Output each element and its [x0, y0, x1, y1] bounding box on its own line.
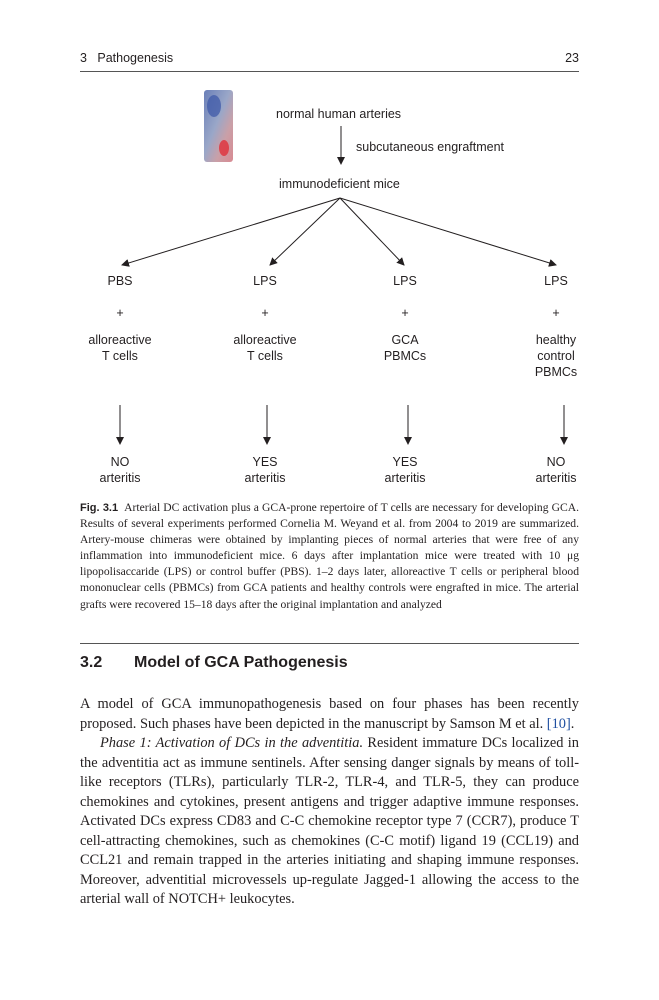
citation-link[interactable]: [10]: [546, 715, 571, 732]
cells-line: healthy: [535, 333, 577, 347]
paragraph: Phase 1: Activation of DCs in the advent…: [80, 734, 579, 910]
immunodeficient-mice-label: immunodeficient mice: [279, 177, 400, 191]
branch-arrow-pbs: [121, 197, 341, 267]
treatment-label: PBS: [107, 274, 133, 288]
cells-label: alloreactive T cells: [205, 332, 325, 364]
cells-line: alloreactive: [88, 333, 152, 347]
cells-line: PBMCs: [534, 365, 578, 379]
section-title-text: Model of GCA Pathogenesis: [134, 654, 348, 671]
outcome-label: YES arteritis: [215, 454, 315, 486]
figure-diagram: [116, 90, 568, 445]
cells-line: PBMCs: [383, 349, 427, 363]
outcome-label: NO arteritis: [506, 454, 606, 486]
engraftment-label: subcutaneous engraftment: [356, 140, 505, 154]
plus-sign: +: [116, 306, 124, 320]
paragraph-end: .: [570, 715, 575, 732]
outcome-label: YES arteritis: [355, 454, 455, 486]
artery-image: [204, 90, 233, 162]
treatment-label: LPS: [544, 274, 568, 288]
treatment-label: LPS: [393, 274, 417, 288]
cells-line: alloreactive: [233, 333, 297, 347]
cells-line: control: [537, 349, 575, 363]
section-heading: 3.2 Model of GCA Pathogenesis: [80, 654, 348, 672]
outcome-text: arteritis: [99, 471, 141, 485]
page-number: 23: [565, 51, 579, 65]
paragraph: A model of GCA immunopathogenesis based …: [80, 695, 579, 734]
chapter-title: 3 Pathogenesis: [80, 51, 174, 65]
plus-sign: +: [261, 306, 269, 320]
cells-line: T cells: [102, 349, 138, 363]
outcome-answer: NO: [110, 455, 130, 469]
plus-sign: +: [401, 306, 409, 320]
figure-3-1: normal human arteries subcutaneous engra…: [60, 90, 616, 486]
branch-arrow-lps-3: [339, 197, 557, 267]
outcome-answer: YES: [392, 455, 418, 469]
body-text: A model of GCA immunopathogenesis based …: [80, 695, 579, 910]
outcome-text: arteritis: [384, 471, 426, 485]
outcome-answer: NO: [546, 455, 566, 469]
cells-label: healthy control PBMCs: [496, 332, 616, 380]
outcome-answer: YES: [252, 455, 278, 469]
treatment-label: LPS: [253, 274, 277, 288]
section-rule: [80, 643, 579, 644]
section-number: 3.2: [80, 654, 103, 671]
cells-line: GCA: [391, 333, 419, 347]
figure-label: Fig. 3.1: [80, 502, 119, 514]
header-rule: [80, 71, 579, 72]
cells-label: alloreactive T cells: [60, 332, 180, 364]
normal-arteries-label: normal human arteries: [276, 107, 402, 121]
outcome-text: arteritis: [244, 471, 286, 485]
outcome-label: NO arteritis: [70, 454, 170, 486]
branch-arrow-lps-1: [269, 197, 341, 266]
cells-line: T cells: [247, 349, 283, 363]
cells-label: GCA PBMCs: [345, 332, 465, 364]
caption-text: Arterial DC activation plus a GCA-prone …: [80, 501, 580, 611]
plus-sign: +: [552, 306, 560, 320]
phase-heading: Phase 1: Activation of DCs in the advent…: [100, 735, 364, 751]
outcome-text: arteritis: [535, 471, 577, 485]
paragraph-text: Resident immature DCs localized in the a…: [80, 735, 579, 907]
branch-arrow-lps-2: [339, 197, 405, 266]
paragraph-text: A model of GCA immunopathogenesis based …: [80, 696, 579, 732]
